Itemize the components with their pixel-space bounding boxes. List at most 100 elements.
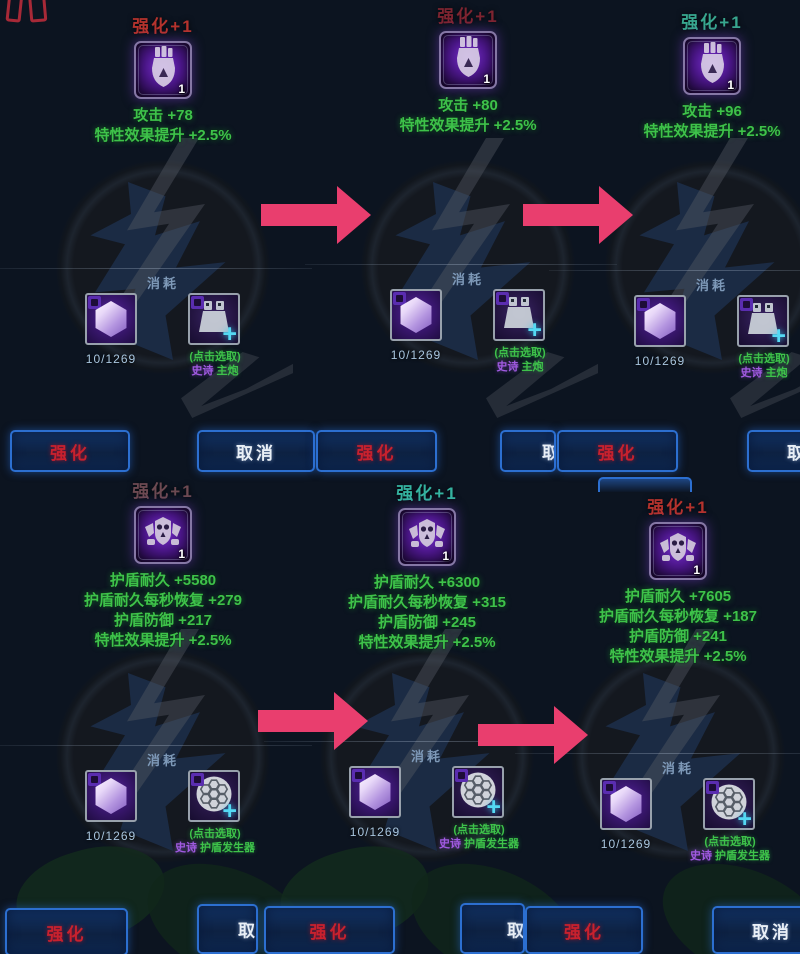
select-hint: (点击选取) [189, 828, 241, 840]
consume-label: 消耗 [695, 278, 728, 293]
material-rarity: 史诗 [438, 838, 461, 850]
rarity-chip-icon [603, 781, 616, 794]
main-cannon-item-icon[interactable]: 1 [134, 41, 192, 99]
material-label: 史诗 主炮 [154, 362, 276, 378]
add-material-icon: + [222, 797, 237, 825]
crystal-count: 10/1269 [634, 354, 686, 368]
material-name: 护盾发生器 [464, 838, 520, 850]
stat-line: 特性效果提升 +2.5% [94, 127, 232, 144]
upgrade-crystal-slot[interactable] [85, 770, 137, 822]
item-count-badge: 1 [727, 78, 734, 92]
cancel-button[interactable]: 取消 [197, 430, 315, 472]
cancel-button-clipped[interactable]: 取消 [197, 904, 258, 954]
enhance-panel-shield-2: 强化+1 1 护盾耐久 +6300 护盾耐久每秒恢复 +315 护盾防御 +24… [264, 477, 596, 954]
upgrade-arrow-icon [478, 706, 588, 764]
section-divider [549, 270, 800, 271]
material-select-slot[interactable]: + [452, 766, 504, 821]
upgrade-arrow-icon [261, 186, 371, 244]
stat-list: 攻击 +96 特性效果提升 +2.5% [579, 102, 800, 142]
stat-line: 攻击 +96 [682, 103, 742, 120]
upgrade-crystal-slot[interactable] [390, 289, 442, 341]
enhance-panel-shield-1: 强化+1 1 护盾耐久 +5580 护盾耐久每秒恢复 +279 护盾防御 +21… [0, 477, 332, 954]
honeycomb-sphere-icon [458, 770, 498, 815]
shield-generator-item-icon[interactable]: 1 [649, 522, 707, 580]
enhance-button[interactable]: 强化 [5, 908, 128, 954]
material-name: 主炮 [216, 365, 239, 377]
consume-section: 消耗 + 10/1269 (点击选取) 史诗 护盾发生器 [264, 741, 576, 871]
material-select-slot[interactable]: + [188, 770, 240, 825]
screen-edge-artifact [27, 0, 48, 23]
consume-section: 消耗 + 10/1269 (点击选取) 史诗 护盾发生器 [515, 753, 800, 883]
item-count-badge: 1 [178, 547, 185, 561]
stat-list: 攻击 +80 特性效果提升 +2.5% [335, 96, 601, 136]
add-material-icon: + [222, 320, 237, 348]
upgrade-crystal-slot[interactable] [634, 295, 686, 347]
upgrade-crystal-slot[interactable] [85, 293, 137, 345]
enhance-level-title: 强化+1 [396, 484, 458, 503]
main-cannon-item-icon[interactable]: 1 [683, 37, 741, 95]
material-select-slot[interactable]: + [703, 778, 755, 833]
honeycomb-sphere-icon [709, 782, 749, 827]
rarity-chip-icon [191, 296, 204, 309]
crystal-count: 10/1269 [349, 825, 401, 839]
cancel-button[interactable]: 取消 [747, 430, 800, 472]
enhance-button[interactable]: 强化 [557, 430, 678, 472]
upgrade-arrow-icon [523, 186, 633, 244]
enhance-panel-attack-3: 强化+1 1 攻击 +96 特性效果提升 +2.5% 消耗 + 10/126 [549, 0, 800, 477]
stat-line: 攻击 +78 [133, 107, 193, 124]
material-name: 护盾发生器 [200, 842, 256, 854]
material-label: 史诗 主炮 [703, 364, 800, 380]
item-count-badge: 1 [693, 563, 700, 577]
material-select-slot[interactable]: + [737, 295, 789, 350]
rarity-chip-icon [393, 292, 406, 305]
stat-list: 护盾耐久 +6300 护盾耐久每秒恢复 +315 护盾防御 +245 特性效果提… [294, 573, 560, 653]
upgrade-crystal-slot[interactable] [349, 766, 401, 818]
consume-section: 消耗 + 10/1269 (点击选取) 史诗 主炮 [305, 264, 617, 394]
stat-line: 护盾耐久每秒恢复 +279 [84, 592, 242, 609]
main-cannon-item-icon[interactable]: 1 [439, 31, 497, 89]
rarity-chip-icon [455, 769, 468, 782]
enhance-button[interactable]: 强化 [525, 906, 643, 954]
rarity-chip-icon [706, 781, 719, 794]
enhance-button[interactable]: 强化 [316, 430, 437, 472]
enhance-panel-attack-1: 强化+1 1 攻击 +78 特性效果提升 +2.5% 消耗 + 10/126 [0, 0, 312, 477]
rarity-chip-icon [88, 773, 101, 786]
screen-edge-artifact [5, 0, 24, 23]
stat-line: 特性效果提升 +2.5% [609, 648, 747, 665]
crystal-count: 10/1269 [600, 837, 652, 851]
enhance-level-title: 强化+1 [132, 482, 194, 501]
enhance-button[interactable]: 强化 [264, 906, 395, 954]
crystal-count: 10/1269 [85, 829, 137, 843]
cancel-button-clipped[interactable]: 取消 [500, 430, 556, 472]
consume-section: 消耗 + 10/1269 (点击选取) 史诗 主炮 [0, 268, 312, 398]
consume-label: 消耗 [146, 276, 179, 291]
enhance-level-title: 强化+1 [647, 498, 709, 517]
enhance-button[interactable]: 强化 [10, 430, 130, 472]
cannon-silhouette-icon [501, 296, 537, 335]
rarity-chip-icon [496, 292, 509, 305]
shield-generator-item-icon[interactable]: 1 [398, 508, 456, 566]
cancel-button-clipped[interactable]: 取消 [460, 903, 525, 954]
stat-line: 护盾防御 +241 [629, 628, 727, 645]
add-material-icon: + [527, 316, 542, 344]
cancel-button[interactable]: 取消 [712, 906, 800, 954]
crystal-gem-icon [95, 301, 127, 337]
consume-label: 消耗 [451, 272, 484, 287]
cannon-glyph-icon [693, 41, 731, 91]
material-select-slot[interactable]: + [188, 293, 240, 348]
stat-line: 特性效果提升 +2.5% [358, 634, 496, 651]
upgrade-crystal-slot[interactable] [600, 778, 652, 830]
shield-generator-item-icon[interactable]: 1 [134, 506, 192, 564]
button-fragment [598, 477, 692, 492]
section-divider [0, 745, 312, 746]
rarity-chip-icon [88, 296, 101, 309]
stat-line: 攻击 +80 [438, 97, 498, 114]
stat-list: 攻击 +78 特性效果提升 +2.5% [30, 106, 296, 146]
stat-list: 护盾耐久 +5580 护盾耐久每秒恢复 +279 护盾防御 +217 特性效果提… [30, 571, 296, 651]
upgrade-arrow-icon [258, 692, 368, 750]
add-material-icon: + [771, 322, 786, 350]
section-divider [305, 264, 617, 265]
cannon-glyph-icon [449, 35, 487, 85]
material-select-slot[interactable]: + [493, 289, 545, 344]
